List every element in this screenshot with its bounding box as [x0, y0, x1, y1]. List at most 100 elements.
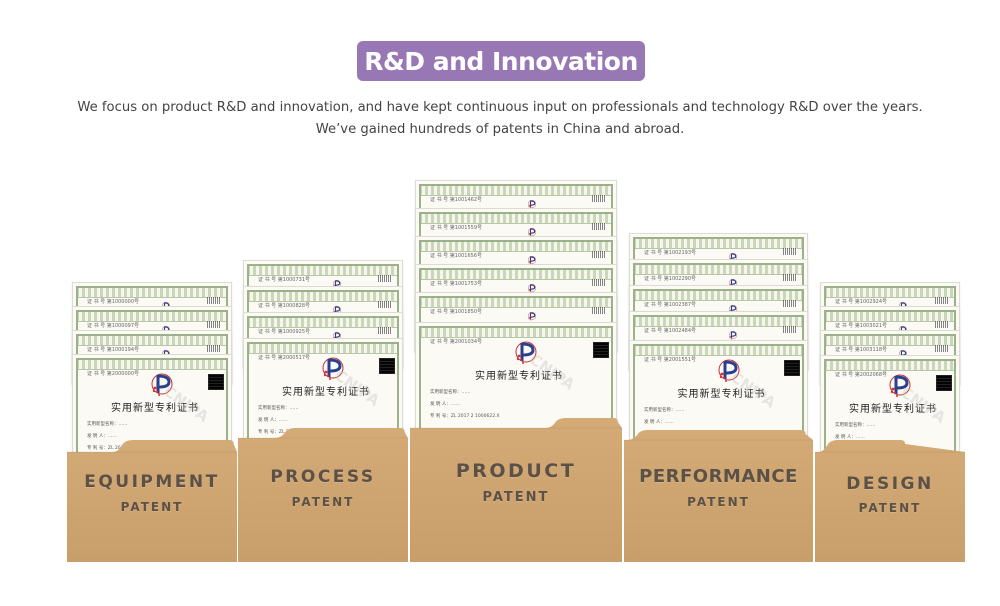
folder-shape — [238, 428, 408, 562]
cnipa-logo-icon — [728, 299, 738, 314]
certificate-title: 实用新型专利证书 — [475, 371, 563, 382]
folder-label: PROCESS — [270, 466, 376, 487]
folder-shape — [410, 418, 622, 562]
cnipa-logo-icon — [320, 355, 346, 381]
certificate-title: 实用新型专利证书 — [849, 404, 937, 415]
cnipa-logo-icon — [332, 326, 342, 341]
qr-code-icon — [783, 248, 797, 255]
qr-code-icon — [592, 251, 606, 258]
qr-code-icon — [592, 279, 606, 286]
cnipa-logo-icon — [728, 247, 738, 262]
folder-label: PRODUCT — [455, 459, 577, 482]
certificate-number: 证 书 号 第1000097号 — [87, 323, 140, 329]
certificate-number: 证 书 号 第1001462号 — [430, 197, 483, 203]
certificate-field: 实用新型名称：…… — [835, 423, 876, 428]
certificate-number: 证 书 号 第1001850号 — [430, 309, 483, 315]
certificate-number: 证 书 号 第1000194号 — [87, 347, 140, 353]
folder-shape — [815, 440, 965, 562]
cnipa-logo-icon — [161, 296, 171, 311]
certificate-number: 证 书 号 第1000731号 — [258, 277, 311, 283]
certificate-field: 发 明 人：…… — [644, 420, 674, 425]
cnipa-logo-icon — [898, 344, 908, 359]
cnipa-logo-icon — [527, 194, 537, 209]
folder-shape — [624, 430, 813, 562]
cnipa-logo-icon — [716, 357, 742, 383]
cnipa-logo-icon — [161, 344, 171, 359]
certificate-title: 实用新型专利证书 — [111, 403, 199, 414]
certificate-number: 证 书 号 第1002924号 — [835, 299, 888, 305]
qr-code-icon — [935, 297, 949, 304]
certificate-number: 证 书 号 第1000925号 — [258, 329, 311, 335]
certificate-number: 证 书 号 第1001753号 — [430, 281, 483, 287]
certificate-number: 证 书 号 第2001034号 — [430, 339, 483, 345]
cnipa-logo-icon — [527, 306, 537, 321]
qr-code-icon — [592, 307, 606, 314]
certificate-field: 实用新型名称：…… — [258, 406, 299, 411]
patent-folder: EQUIPMENT PATENT — [67, 440, 237, 562]
cnipa-logo-icon — [332, 274, 342, 289]
folder-sublabel: PATENT — [291, 495, 355, 509]
certificate-field: 发 明 人：…… — [87, 434, 117, 439]
folder-sublabel: PATENT — [120, 500, 184, 514]
qr-code-icon — [936, 375, 952, 391]
patent-folder: PERFORMANCE PATENT — [624, 430, 813, 562]
certificate-number: 证 书 号 第1002484号 — [644, 328, 697, 334]
intro-text-line-1: We focus on product R&D and innovation, … — [77, 100, 923, 115]
qr-code-icon — [935, 321, 949, 328]
qr-code-icon — [207, 345, 221, 352]
certificate-title: 实用新型专利证书 — [282, 387, 370, 398]
cnipa-logo-icon — [728, 273, 738, 288]
folder-shape — [67, 440, 237, 562]
certificate-number: 证 书 号 第2000000号 — [87, 371, 140, 377]
certificate-number: 证 书 号 第1001559号 — [430, 225, 483, 231]
cnipa-logo-icon — [898, 296, 908, 311]
certificate-number: 证 书 号 第2002068号 — [835, 372, 888, 378]
qr-code-icon — [592, 195, 606, 202]
qr-code-icon — [935, 345, 949, 352]
certificate-number: 证 书 号 第1001656号 — [430, 253, 483, 259]
certificate-number: 证 书 号 第1002290号 — [644, 276, 697, 282]
cnipa-logo-icon — [332, 300, 342, 315]
qr-code-icon — [783, 274, 797, 281]
certificate-field: 实用新型名称：…… — [87, 422, 128, 427]
cnipa-logo-icon — [887, 372, 913, 398]
patent-folder: DESIGN PATENT — [815, 440, 965, 562]
certificate-field: 发 明 人：…… — [835, 435, 865, 440]
qr-code-icon — [784, 360, 800, 376]
certificate-title: 实用新型专利证书 — [677, 389, 766, 400]
qr-code-icon — [208, 374, 224, 390]
cnipa-logo-icon — [898, 320, 908, 335]
section-title: R&D and Innovation — [357, 41, 645, 81]
certificate-number: 证 书 号 第1003118号 — [835, 347, 888, 353]
folder-sublabel: PATENT — [687, 495, 750, 509]
qr-code-icon — [593, 342, 609, 358]
certificate-number: 证 书 号 第2000517号 — [258, 355, 311, 361]
folder-label: PERFORMANCE — [639, 466, 798, 487]
patent-folder: PROCESS PATENT — [238, 428, 408, 562]
folder-sublabel: PATENT — [482, 489, 550, 505]
certificate-field: 发 明 人：…… — [258, 418, 288, 423]
cnipa-logo-icon — [527, 222, 537, 237]
certificate-number: 证 书 号 第1002387号 — [644, 302, 697, 308]
certificate-field: 实用新型名称：…… — [644, 408, 685, 413]
certificate-field: 实用新型名称：…… — [430, 390, 471, 395]
qr-code-icon — [592, 223, 606, 230]
cnipa-logo-icon — [161, 320, 171, 335]
qr-code-icon — [378, 301, 392, 308]
qr-code-icon — [783, 326, 797, 333]
certificate-number: 证 书 号 第1003021号 — [835, 323, 888, 329]
folder-label: DESIGN — [846, 473, 934, 494]
qr-code-icon — [378, 327, 392, 334]
certificate-field: 发 明 人：…… — [430, 402, 460, 407]
cnipa-logo-icon — [149, 371, 175, 397]
folder-label: EQUIPMENT — [84, 471, 220, 492]
certificate-number: 证 书 号 第1000828号 — [258, 303, 311, 309]
intro-text-line-2: We’ve gained hundreds of patents in Chin… — [315, 122, 685, 137]
cnipa-logo-icon — [728, 325, 738, 340]
qr-code-icon — [379, 358, 395, 374]
patent-folder: PRODUCT PATENT — [410, 418, 622, 562]
folder-sublabel: PATENT — [858, 501, 922, 515]
qr-code-icon — [207, 321, 221, 328]
certificate-number: 证 书 号 第1000000号 — [87, 299, 140, 305]
qr-code-icon — [783, 300, 797, 307]
